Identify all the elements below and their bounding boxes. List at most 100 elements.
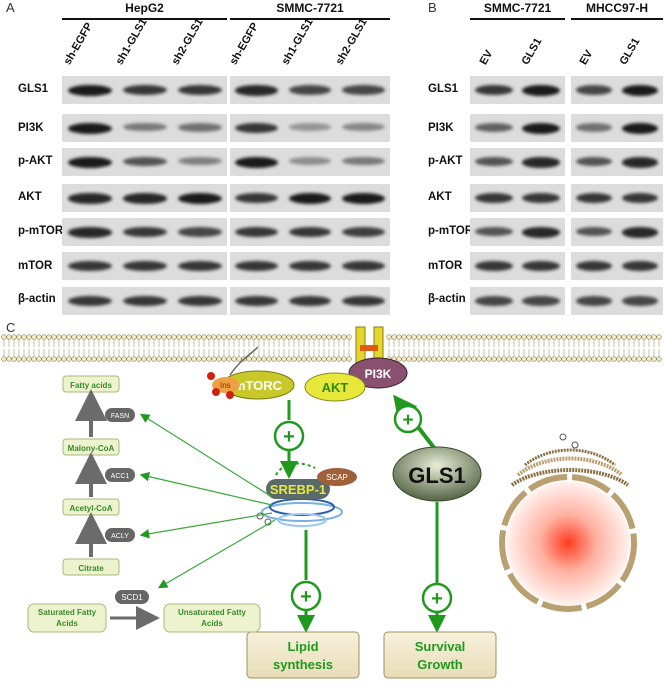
blot-band [122,227,167,238]
er-membrane [261,502,343,522]
lipid-head [451,356,457,362]
lipid-head [341,334,347,340]
lipid-head [416,334,422,340]
group-rule [470,18,565,20]
lipid-head [186,356,192,362]
row-label: AKT [18,191,42,203]
lipid-head [56,356,62,362]
lipid-head [231,356,237,362]
lipid-head [1,356,7,362]
blot-band [288,85,332,95]
lipid-head [431,356,437,362]
blot-strip [62,148,227,176]
lipid-head [46,334,52,340]
srebp-node [266,479,330,499]
blot-band [122,193,167,204]
lipid-head [41,356,47,362]
lipid-head [246,356,252,362]
survival-label-1: Survival [415,639,466,654]
insig-node [212,377,240,393]
lipid-head [201,334,207,340]
blot-band [522,123,561,134]
blot-strip [571,76,663,104]
blot-band [621,227,659,238]
lipid-head [131,334,137,340]
row-label: β-actin [18,293,56,305]
lipid-head [536,356,542,362]
lipid-head [161,356,167,362]
lipid-head [641,334,647,340]
metabolite-label: Malony-CoA [68,444,115,453]
er-membrane [277,513,327,527]
lipid-head [131,356,137,362]
lipid-head [221,356,227,362]
lipid-synthesis-box [246,631,360,679]
lipid-head [471,334,477,340]
lipid-head [441,334,447,340]
lipid-head [481,334,487,340]
metabolite-label: Citrate [78,564,104,573]
vesicle [559,433,567,441]
lipid-head [426,334,432,340]
lipid-head [301,334,307,340]
blot-band [621,123,659,134]
srebp-target-arrow [139,413,273,498]
lipid-head [211,334,217,340]
lipid-head [166,334,172,340]
anchor-strand [229,346,259,376]
lipid-head [121,334,127,340]
metabolite-box [62,558,120,576]
lipid-head [181,356,187,362]
lipid-head [26,356,32,362]
lipid-head [551,334,557,340]
vesicle [571,441,579,449]
lane-label: GLS1 [617,36,643,67]
blot-band [288,157,332,165]
row-label: p-AKT [428,155,463,167]
lipid-head [286,356,292,362]
blot-strip [62,287,227,315]
enzyme-label: FASN [111,413,129,420]
lipid-head [396,334,402,340]
lipid-head [71,356,77,362]
lipid-head [466,334,472,340]
blot-strip [470,184,565,212]
er-cisterna [516,456,624,477]
blot-band [522,296,561,306]
blot-band [177,227,222,237]
lipid-head [471,356,477,362]
lipid-head [631,356,637,362]
blot-band [342,157,385,166]
lipid-head [466,356,472,362]
lipid-head [586,334,592,340]
lipid-head [66,356,72,362]
blot-band [122,157,167,167]
lipid-head [206,356,212,362]
lipid-head [291,356,297,362]
lipid-head [106,334,112,340]
lipid-head [151,356,157,362]
row-label: PI3K [18,122,44,134]
lipid-head [141,356,147,362]
scap-label: SCAP [326,473,348,482]
lipid-head [271,334,277,340]
lipid-head [651,356,657,362]
lipid-head [41,334,47,340]
lipid-head [226,334,232,340]
er-membrane [269,498,335,516]
lipid-head [391,334,397,340]
blot-strip [62,218,227,246]
lipid-head [616,356,622,362]
lipid-head [451,334,457,340]
saturated-box [27,603,107,633]
blot-band [621,261,659,272]
lipid-head [171,356,177,362]
blot-strip [62,184,227,212]
lipid-head [611,356,617,362]
lane-label: sh-EGFP [61,20,96,67]
row-label: GLS1 [18,83,49,95]
group-rule [230,18,390,20]
lipid-head [606,356,612,362]
lipid-head [71,334,77,340]
lipid-head [476,334,482,340]
